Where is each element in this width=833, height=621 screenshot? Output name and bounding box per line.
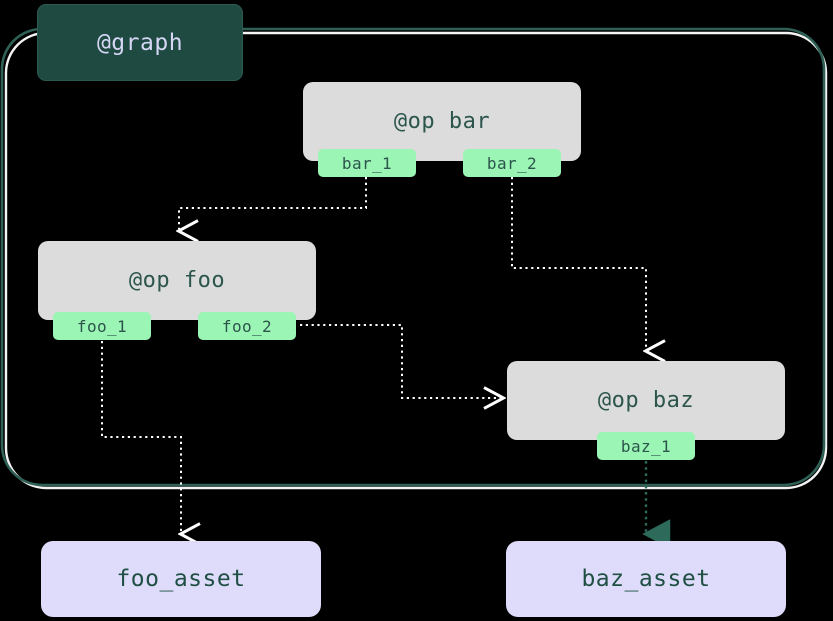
edge-foo1-to-foo-asset — [101, 341, 181, 534]
node-baz-asset[interactable]: baz_asset — [506, 541, 786, 617]
node-op-foo-label: @op foo — [128, 268, 226, 293]
port-foo-2[interactable]: foo_2 — [198, 312, 296, 340]
cluster-label-graph[interactable]: @graph — [37, 4, 243, 81]
node-op-baz[interactable]: @op baz — [507, 361, 785, 440]
node-foo-asset[interactable]: foo_asset — [41, 541, 321, 617]
port-bar-1[interactable]: bar_1 — [318, 149, 416, 177]
port-baz-1[interactable]: baz_1 — [597, 432, 695, 460]
edge-bar1-to-foo — [179, 177, 367, 231]
edge-foo2-to-baz — [300, 324, 503, 398]
node-op-baz-label: @op baz — [597, 388, 695, 413]
port-foo-1[interactable]: foo_1 — [53, 312, 151, 340]
node-op-foo[interactable]: @op foo — [38, 241, 316, 320]
port-bar-2[interactable]: bar_2 — [463, 149, 561, 177]
edge-bar2-to-baz — [511, 177, 646, 351]
